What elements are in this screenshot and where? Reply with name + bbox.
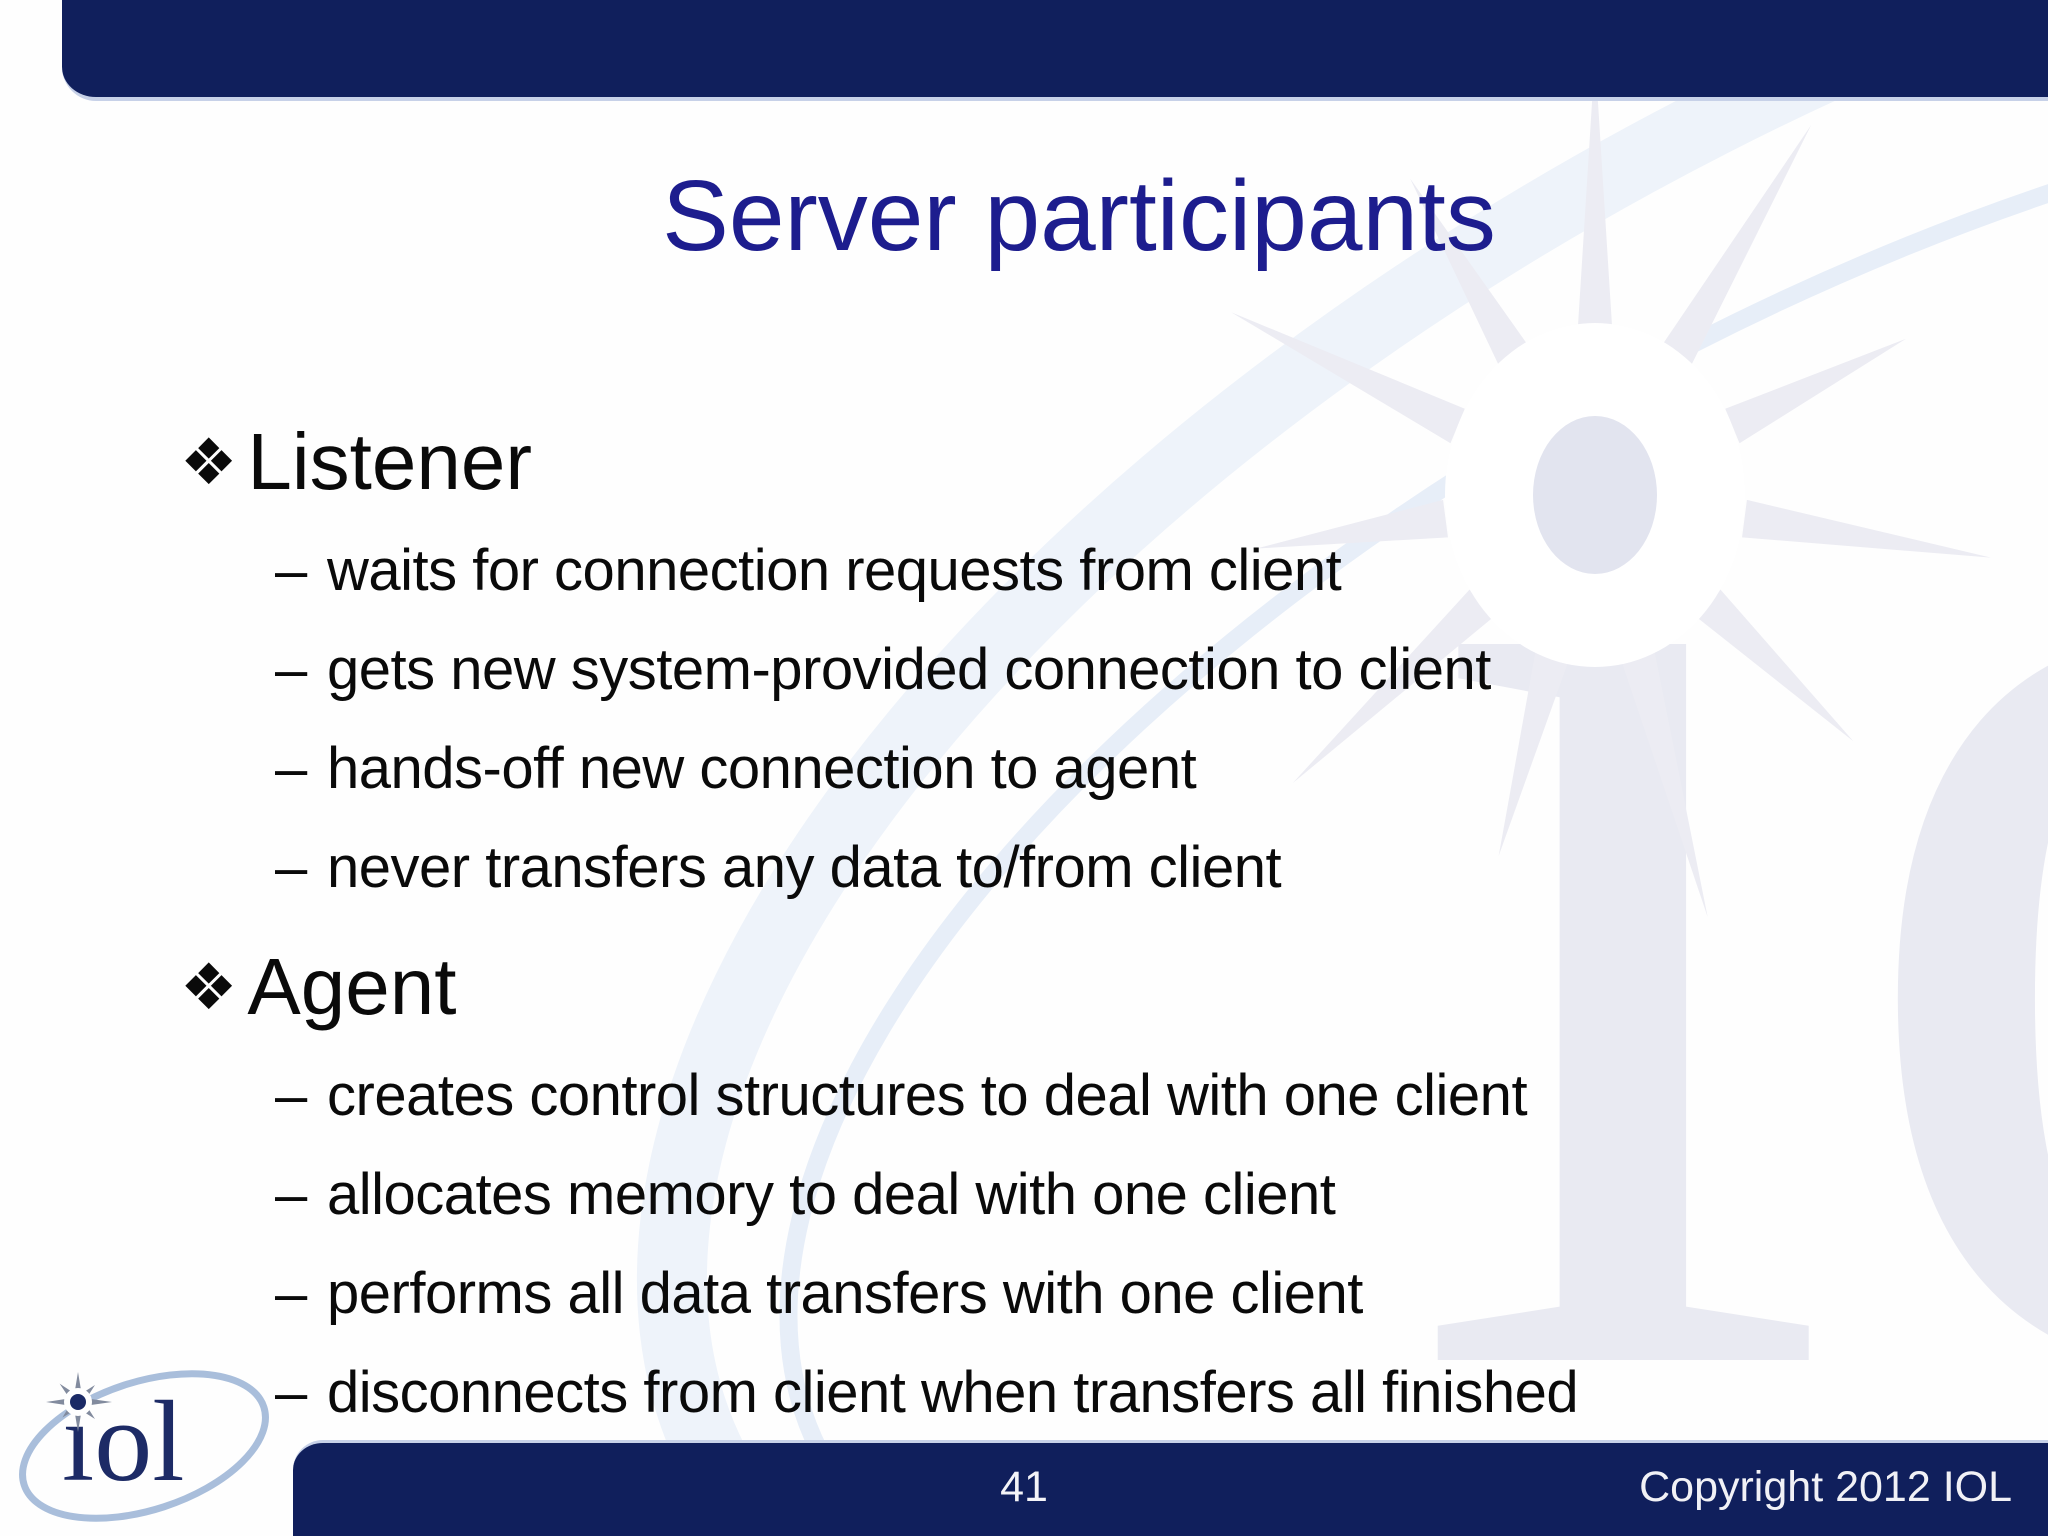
ray-icon <box>1621 649 1708 918</box>
section-agent: ❖Agent–creates control structures to dea… <box>180 933 1970 1442</box>
logo-ellipse-icon <box>19 1370 269 1522</box>
section-listener: ❖Listener–waits for connection requests … <box>180 408 1970 917</box>
copyright-label: Copyright 2012 IOL <box>1639 1463 2012 1511</box>
sub-bullet-text: never transfers any data to/from client <box>327 835 1282 900</box>
bullet-heading: ❖Listener <box>180 408 1970 521</box>
star-dot-icon <box>70 1394 86 1410</box>
sub-bullet-text: allocates memory to deal with one client <box>327 1162 1336 1227</box>
ray-icon <box>1292 589 1493 784</box>
sun-watermark-rays-icon <box>1231 55 1991 918</box>
ray-icon <box>1725 338 1907 444</box>
heading-label: Agent <box>247 942 457 1031</box>
sub-bullet-item: –performs all data transfers with one cl… <box>180 1244 1970 1343</box>
starburst-icon <box>46 1372 112 1432</box>
dash-bullet: – <box>275 736 307 801</box>
bottom-bar <box>293 1440 2048 1536</box>
sub-bullet-text: waits for connection requests from clien… <box>327 538 1342 603</box>
ray-icon <box>1577 55 1613 329</box>
dash-bullet: – <box>275 1261 307 1326</box>
diamond-bullet-icon: ❖ <box>180 426 238 498</box>
sub-bullet-text: hands-off new connection to agent <box>327 736 1197 801</box>
iol-logo: iol <box>19 1370 269 1522</box>
sub-bullet-item: –never transfers any data to/from client <box>180 818 1970 917</box>
sub-bullet-item: –creates control structures to deal with… <box>180 1046 1970 1145</box>
sub-bullet-item: –gets new system-provided connection to … <box>180 620 1970 719</box>
sub-bullet-item: –hands-off new connection to agent <box>180 719 1970 818</box>
ray-icon <box>1662 124 1812 366</box>
sub-bullet-item: –disconnects from client when transfers … <box>180 1343 1970 1442</box>
bullet-heading: ❖Agent <box>180 933 1970 1046</box>
page-number: 41 <box>1000 1463 1048 1511</box>
dash-bullet: – <box>275 1360 307 1425</box>
sub-bullet-text: gets new system-provided connection to c… <box>327 637 1491 702</box>
bullet-list: ❖Listener–waits for connection requests … <box>180 408 1970 1442</box>
dash-bullet: – <box>275 1063 307 1128</box>
dash-bullet: – <box>275 538 307 603</box>
top-bar <box>62 0 2048 101</box>
sun-watermark-center <box>1533 416 1657 574</box>
page-title: Server participants <box>662 160 1496 272</box>
sub-bullet-item: –waits for connection requests from clie… <box>180 521 1970 620</box>
sub-bullet-text: performs all data transfers with one cli… <box>327 1261 1363 1326</box>
dash-bullet: – <box>275 1162 307 1227</box>
ray-icon <box>1697 589 1854 742</box>
ray-icon <box>1256 499 1448 549</box>
sub-bullet-text: creates control structures to deal with … <box>327 1063 1528 1128</box>
heading-label: Listener <box>247 417 532 506</box>
ray-icon <box>1410 178 1528 366</box>
ray-icon <box>1498 649 1569 856</box>
dash-bullet: – <box>275 637 307 702</box>
dash-bullet: – <box>275 835 307 900</box>
sub-bullet-text: disconnects from client when transfers a… <box>327 1360 1579 1425</box>
sub-bullet-item: –allocates memory to deal with one clien… <box>180 1145 1970 1244</box>
diamond-bullet-icon: ❖ <box>180 951 238 1023</box>
ray-icon <box>1231 312 1465 444</box>
ray-icon <box>1742 499 1991 558</box>
